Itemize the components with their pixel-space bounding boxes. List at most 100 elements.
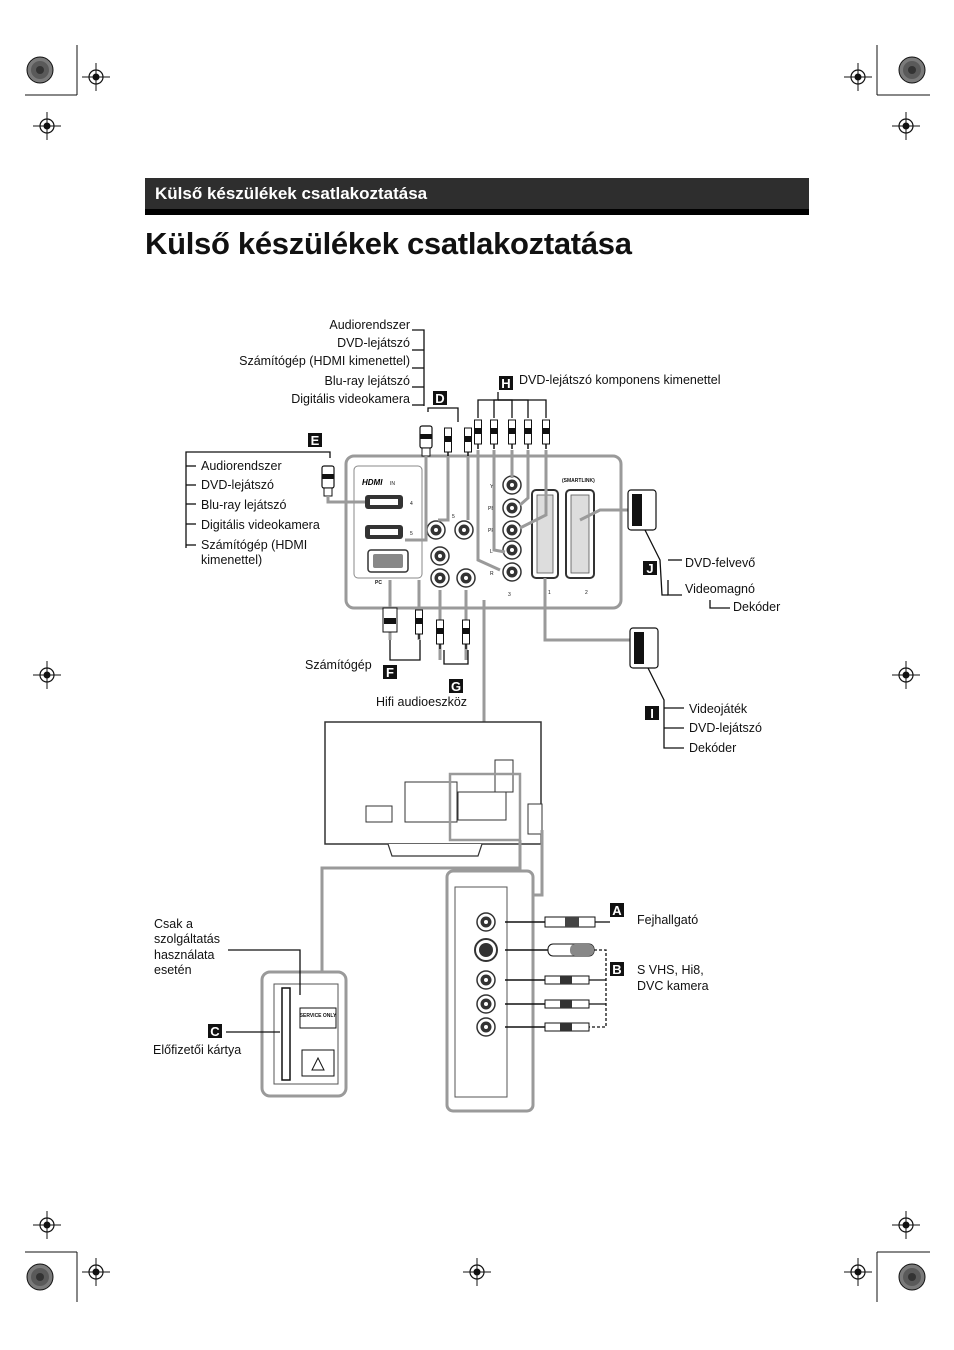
i-device-list: Videojáték DVD-lejátszó Dekóder: [689, 702, 762, 755]
headphone-jack[interactable]: [476, 912, 496, 932]
hdmi-in-label: IN: [390, 481, 395, 487]
svg-text:I: I: [650, 706, 654, 721]
c-label: Előfizetői kártya: [153, 1043, 241, 1057]
hdmi-port-5-label: 5: [410, 531, 413, 537]
registration-marks: [25, 45, 930, 1302]
d-item-dvd: DVD-lejátszó: [337, 336, 410, 350]
comp-y-label: Y: [490, 484, 494, 490]
j-item-vcr: Videomagnó: [685, 582, 755, 596]
audio-out-l[interactable]: [430, 568, 450, 588]
jack-5-audio-r[interactable]: [454, 520, 474, 540]
rca-plug-icon: [435, 619, 445, 650]
hdmi-logo: HDMI: [362, 478, 383, 487]
svg-text:E: E: [311, 433, 320, 448]
registration-mark: [891, 1210, 921, 1240]
d-item-audiorendszer: Audiorendszer: [329, 318, 410, 332]
pc-label: PC: [375, 580, 382, 586]
component-pr-jack[interactable]: [502, 520, 522, 540]
registration-mark: [462, 1257, 492, 1287]
service-only-text: SERVICE ONLY: [300, 1013, 337, 1019]
scart-1-label: 1: [548, 590, 551, 596]
tv-label-plate: [365, 805, 393, 823]
d-item-pc: Számítógép (HDMI kimenettel): [239, 354, 410, 368]
letter-box-c: C: [208, 1024, 222, 1039]
audio-in-l-jack[interactable]: [476, 994, 496, 1014]
svg-text:H: H: [501, 376, 510, 391]
audio-r-jack[interactable]: [502, 562, 522, 582]
e-item-dvd: DVD-lejátszó: [201, 478, 274, 492]
scart-2-label: 2: [585, 590, 588, 596]
e-item-camcorder: Digitális videokamera: [201, 518, 320, 532]
letter-box-f: F: [383, 665, 397, 680]
e-item-pc-cont: kimenettel): [201, 553, 262, 567]
comp-pb-label: PB: [488, 506, 495, 512]
color-target-icon: [26, 56, 54, 84]
rca-plug-icon: [473, 419, 483, 450]
b-label-line1: S VHS, Hi8,: [637, 963, 704, 977]
d-item-camcorder: Digitális videokamera: [291, 392, 410, 406]
letter-box-h: H: [499, 376, 513, 391]
audio-in-r-jack[interactable]: [476, 1017, 496, 1037]
tv-connector-area: [457, 791, 507, 821]
svg-text:J: J: [646, 561, 653, 576]
j-device-list: DVD-felvevő Videomagnó Dekóder: [685, 556, 780, 614]
rca-plug-icon: [489, 419, 499, 450]
tv-cable-clip: [494, 759, 514, 793]
service-only-label: [299, 1007, 337, 1029]
smartlink-label: (SMARTLINK): [562, 478, 595, 484]
rca-plug-icon: [463, 427, 473, 458]
tv-side-panel: [527, 803, 543, 835]
service-note-line2: szolgáltatás: [154, 932, 220, 946]
jack-5-audio[interactable]: [426, 520, 446, 540]
component-pb-jack[interactable]: [502, 498, 522, 518]
svg-text:G: G: [451, 679, 461, 694]
audio-l-jack[interactable]: [502, 540, 522, 560]
i-item-dvd: DVD-lejátszó: [689, 721, 762, 735]
tv-stand: [387, 843, 483, 857]
audio-r-label: R: [490, 571, 494, 577]
minijack-plug-icon: [414, 609, 424, 640]
service-note: Csak a szolgáltatás használata esetén: [154, 917, 220, 977]
registration-mark: [891, 111, 921, 141]
e-item-bluray: Blu-ray lejátszó: [201, 498, 286, 512]
d-device-list: Audiorendszer DVD-lejátszó Számítógép (H…: [239, 318, 410, 406]
comp-pr-label: PR: [488, 528, 495, 534]
service-note-line3: használata: [154, 948, 215, 962]
registration-mark: [891, 660, 921, 690]
section-banner-text: Külső készülékek csatlakoztatása: [155, 184, 428, 203]
jack-5-label: 5: [452, 514, 455, 520]
letter-box-d: D: [433, 391, 447, 406]
component-y-jack[interactable]: [502, 475, 522, 495]
pc-audio-jack[interactable]: [430, 546, 450, 566]
svg-text:D: D: [435, 391, 444, 406]
letter-box-g: G: [449, 679, 463, 694]
rca-plug-icon: [461, 619, 471, 650]
registration-mark: [81, 62, 111, 92]
letter-box-e: E: [308, 433, 322, 448]
registration-mark: [843, 62, 873, 92]
registration-mark: [81, 1257, 111, 1287]
color-target-icon: [898, 56, 926, 84]
registration-mark: [32, 111, 62, 141]
j-item-decoder: Dekóder: [733, 600, 780, 614]
rca-plug-icon: [541, 419, 551, 450]
h-label: DVD-lejátszó komponens kimenettel: [519, 373, 720, 387]
service-note-line4: esetén: [154, 963, 192, 977]
e-device-list: Audiorendszer DVD-lejátszó Blu-ray leját…: [201, 459, 320, 567]
color-target-icon: [26, 1263, 54, 1291]
page-title: Külső készülékek csatlakoztatása: [145, 226, 632, 261]
video-in-jack[interactable]: [476, 970, 496, 990]
i-item-decoder: Dekóder: [689, 741, 736, 755]
svg-text:A: A: [612, 903, 622, 918]
ci-card-slot[interactable]: [281, 987, 291, 1081]
letter-box-j: J: [643, 561, 657, 576]
av-plugs: [505, 975, 590, 1032]
audio-out-r[interactable]: [456, 568, 476, 588]
rca-plug-icon: [507, 419, 517, 450]
jack-3-label: 3: [508, 592, 511, 598]
section-banner: Külső készülékek csatlakoztatása: [145, 178, 809, 215]
tv-mount-plate: [404, 781, 458, 823]
letter-box-a: A: [610, 903, 624, 918]
letter-box-i: I: [645, 706, 659, 721]
d-item-bluray: Blu-ray lejátszó: [325, 374, 410, 388]
